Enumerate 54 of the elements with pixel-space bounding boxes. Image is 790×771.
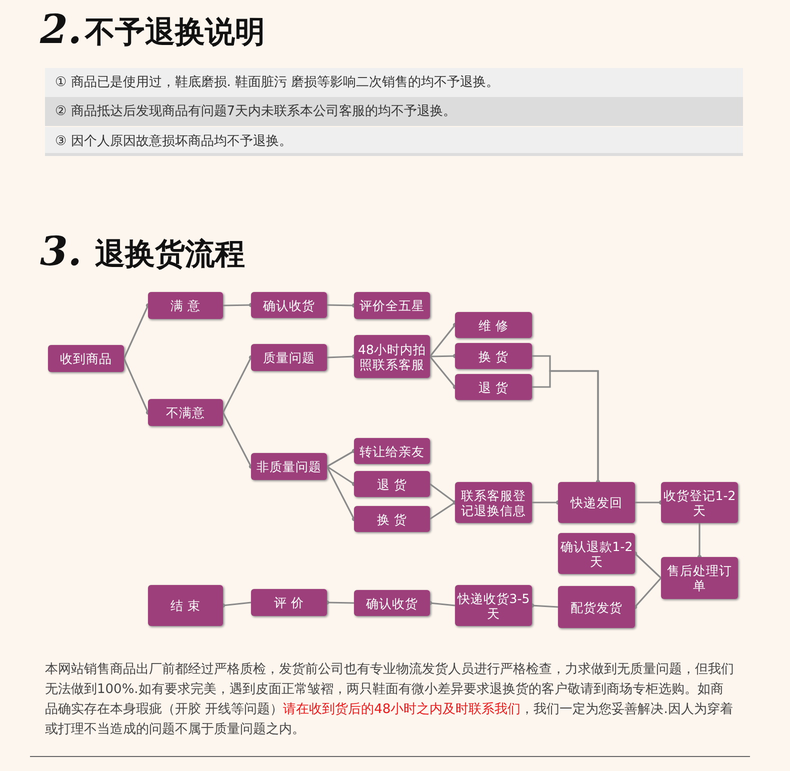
process-box: 确认收货	[251, 292, 327, 318]
process-box: 换 货	[455, 343, 532, 369]
connector	[632, 551, 662, 579]
process-box: 维 修	[455, 312, 532, 338]
process-box: 确认收货	[354, 590, 430, 616]
connector	[324, 600, 354, 605]
process-box: 收到商品	[48, 345, 124, 372]
process-box: 配货发货	[558, 586, 635, 628]
connector	[532, 500, 560, 505]
connector	[697, 523, 702, 560]
rule-row: ③ 因个人原因故意损坏商品均不予退换。	[45, 127, 743, 156]
connector	[430, 354, 458, 358]
connector	[123, 358, 150, 415]
connector	[222, 302, 254, 308]
connector	[530, 603, 558, 608]
connector	[220, 602, 252, 608]
process-box: 确认退款1-2天	[558, 533, 635, 574]
process-box: 转让给亲友	[354, 438, 430, 464]
rule-row: ① 商品已是使用过，鞋底磨损. 鞋面脏污 磨损等影响二次销售的均不予退换。	[45, 68, 743, 97]
process-box: 退 货	[354, 471, 430, 497]
process-box: 收货登记1-2天	[661, 482, 738, 523]
note-paragraph: 本网站销售商品出厂前都经过严格质检，发货前公司也有专业物流发货人员进行严格检查，力求做到无质量问题，但我们无法做到100%.如有要求完美，遇到皮面正常皱褶，两只鞋面有微小差异要求退换货的客户敬请到商场专柜选购。如商品确实存在本身瑕疵（开胶 开线等问题）请在收到货后的48小时之内及时联系我们，我们一定为您妥善解决.因人为穿着或打理不当造成的问题不属于质量问题之内。	[45, 661, 735, 739]
process-box: 满 意	[148, 292, 223, 319]
connector	[326, 466, 356, 522]
connector	[326, 303, 356, 308]
process-box: 退 货	[455, 374, 532, 400]
process-box: 非质量问题	[251, 453, 327, 480]
connector	[429, 356, 458, 390]
connector	[326, 448, 356, 468]
process-box: 售后处理订单	[661, 557, 738, 599]
section-heading: 不予退换说明	[85, 14, 265, 52]
process-box: 快递发回	[558, 482, 635, 523]
section-heading: 退换货流程	[95, 236, 245, 274]
connector	[635, 500, 664, 505]
process-box: 评 价	[251, 589, 327, 616]
process-box: 评价全五星	[354, 292, 430, 319]
connector	[429, 322, 458, 357]
section-number: 2.	[40, 6, 82, 53]
process-box: 结 束	[148, 585, 223, 626]
connector	[428, 600, 456, 606]
connector	[123, 303, 150, 359]
section-number: 3.	[40, 228, 82, 275]
process-box: 换 货	[354, 506, 430, 532]
process-box: 48小时内拍照联系客服	[354, 335, 430, 378]
process-box: 快递收货3-5天	[455, 585, 532, 626]
process-box: 联系客服登记退换信息	[455, 482, 532, 523]
connector	[632, 577, 662, 610]
connector	[222, 355, 254, 413]
rule-row: ② 商品抵达后发现商品有问题7天内未联系本公司客服的均不予退换。	[45, 97, 743, 126]
process-box: 不满意	[148, 399, 223, 426]
connector	[326, 466, 356, 486]
process-box: 质量问题	[251, 344, 327, 371]
connector	[222, 412, 254, 469]
connector	[326, 354, 356, 359]
